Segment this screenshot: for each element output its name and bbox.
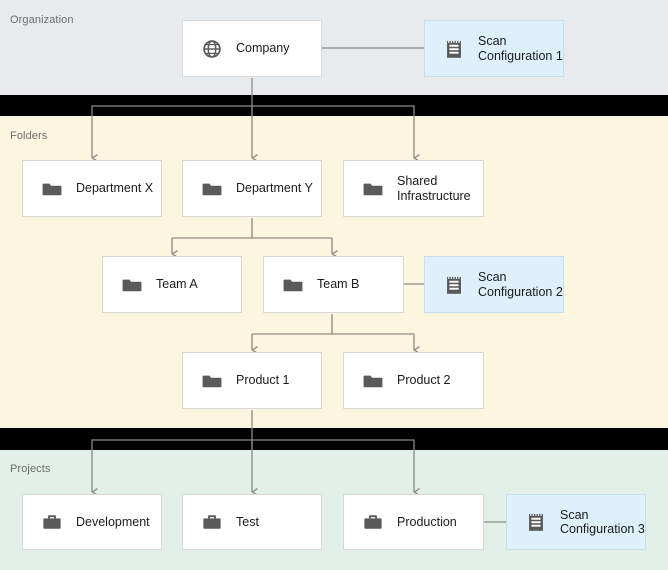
scan-config-icon bbox=[447, 40, 461, 58]
node-scan-configuration-2[interactable]: Scan Configuration 2 bbox=[424, 256, 564, 313]
node-product-1[interactable]: Product 1 bbox=[182, 352, 322, 409]
section-label-organization: Organization bbox=[10, 14, 74, 26]
node-label: Company bbox=[236, 41, 290, 56]
organization-section-background bbox=[0, 0, 668, 95]
node-company[interactable]: Company bbox=[182, 20, 322, 77]
node-label: Scan Configuration 3 bbox=[560, 507, 645, 537]
globe-icon bbox=[203, 39, 221, 58]
separator-band-organization-folders bbox=[0, 95, 668, 116]
separator-band-folders-projects bbox=[0, 428, 668, 450]
node-label: Product 2 bbox=[397, 373, 451, 388]
folder-icon bbox=[122, 279, 142, 291]
folder-icon bbox=[202, 375, 222, 387]
node-scan-configuration-1[interactable]: Scan Configuration 1 bbox=[424, 20, 564, 77]
briefcase-icon bbox=[203, 515, 221, 529]
node-label: Scan Configuration 1 bbox=[478, 34, 563, 63]
node-label: Team B bbox=[317, 277, 360, 292]
briefcase-icon bbox=[43, 515, 61, 529]
node-test[interactable]: Test bbox=[182, 494, 322, 550]
node-label: Development bbox=[76, 514, 150, 529]
node-label: Production bbox=[397, 514, 457, 529]
node-scan-configuration-3[interactable]: Scan Configuration 3 bbox=[506, 494, 646, 550]
node-label: Test bbox=[236, 514, 259, 529]
node-department-y[interactable]: Department Y bbox=[182, 160, 322, 217]
section-label-folders: Folders bbox=[10, 130, 48, 142]
node-label: Department Y bbox=[236, 181, 313, 196]
folder-icon bbox=[202, 183, 222, 195]
node-shared-infrastructure[interactable]: Shared Infrastructure bbox=[343, 160, 484, 217]
node-label: Shared Infrastructure bbox=[397, 174, 471, 203]
node-label: Team A bbox=[156, 277, 198, 292]
scan-config-icon bbox=[447, 276, 461, 294]
folder-icon bbox=[42, 183, 62, 195]
folder-icon bbox=[363, 183, 383, 195]
folder-icon bbox=[283, 279, 303, 291]
scan-config-icon bbox=[529, 513, 543, 531]
folder-icon bbox=[363, 375, 383, 387]
node-team-b[interactable]: Team B bbox=[263, 256, 404, 313]
section-label-projects: Projects bbox=[10, 463, 51, 475]
node-development[interactable]: Development bbox=[22, 494, 162, 550]
node-department-x[interactable]: Department X bbox=[22, 160, 162, 217]
node-label: Product 1 bbox=[236, 373, 290, 388]
node-label: Department X bbox=[76, 181, 154, 196]
node-product-2[interactable]: Product 2 bbox=[343, 352, 484, 409]
node-label: Scan Configuration 2 bbox=[478, 270, 563, 299]
node-production[interactable]: Production bbox=[343, 494, 484, 550]
node-team-a[interactable]: Team A bbox=[102, 256, 242, 313]
briefcase-icon bbox=[364, 515, 382, 529]
